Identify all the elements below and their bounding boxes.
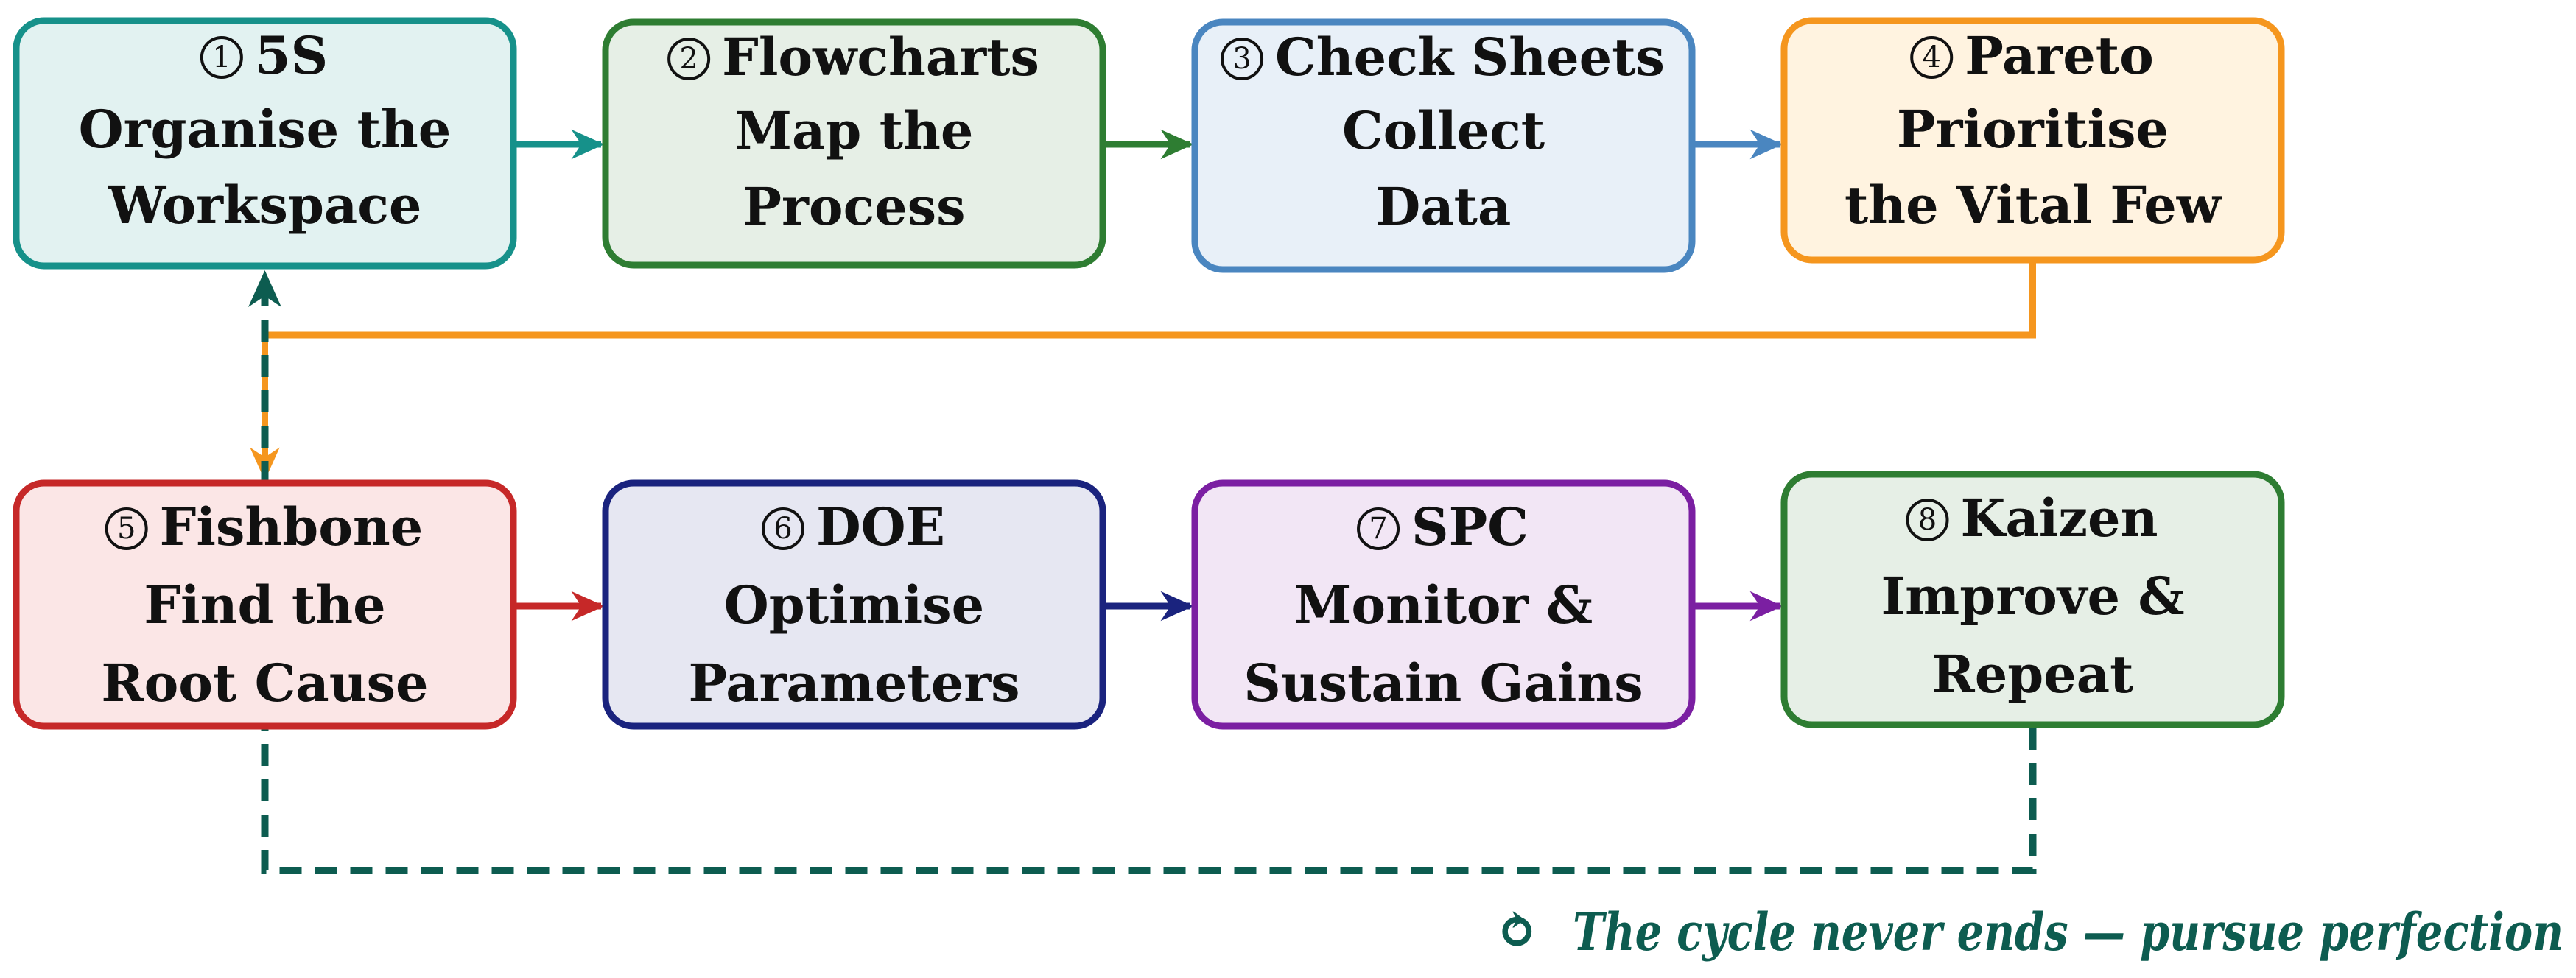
step-box-frame: [602, 479, 1106, 730]
step-description-line: Collect: [1342, 100, 1545, 161]
step-description-line: Prioritise: [1897, 99, 2169, 160]
step-number: 1: [212, 41, 231, 74]
step-description-line: Data: [1376, 176, 1512, 237]
step-number-circle: [200, 36, 243, 79]
step-title: DOE: [816, 496, 945, 557]
step-box-frame: [1780, 17, 2285, 264]
step-description-line: Parameters: [688, 652, 1019, 714]
step-number-circle: [1906, 499, 1949, 541]
step-title: Pareto: [1965, 25, 2154, 86]
arrow-4-to-5: [250, 261, 2036, 481]
step-number: 6: [773, 512, 792, 546]
step-number-circle: [105, 507, 148, 550]
step-description-line: Workspace: [108, 175, 422, 236]
step-title: Check Sheets: [1275, 27, 1665, 88]
step-description-line: the Vital Few: [1845, 175, 2222, 236]
step-number: 5: [117, 512, 136, 546]
cycle-icon: ⥁: [1495, 900, 1539, 961]
step-box-7: 7 SPC Monitor & Sustain Gains: [1191, 479, 1696, 730]
step-description-line: Process: [743, 176, 965, 237]
step-box-frame: [13, 17, 517, 270]
step-box-frame: [1191, 18, 1696, 273]
step-number: 3: [1232, 42, 1251, 76]
step-description-line: Sustain Gains: [1243, 652, 1643, 714]
step-number: 2: [679, 42, 698, 76]
step-title: 5S: [255, 25, 328, 86]
step-title: Fishbone: [160, 496, 424, 557]
step-description-line: Optimise: [724, 574, 984, 636]
step-number-circle: [1357, 507, 1400, 550]
step-description-line: Monitor &: [1294, 574, 1593, 636]
step-description-line: Root Cause: [101, 652, 428, 714]
step-description-line: Map the: [735, 100, 974, 161]
footer-caption: The cycle never ends — pursue perfection: [1573, 901, 2563, 963]
step-description-line: Improve &: [1881, 566, 2184, 627]
step-box-frame: [602, 18, 1106, 269]
step-description-line: Find the: [144, 574, 385, 636]
step-number: 7: [1369, 512, 1387, 546]
step-description-line: Organise the: [79, 99, 452, 160]
arrow-8-to-1-loop: [248, 270, 2037, 874]
step-number: 4: [1922, 41, 1940, 74]
step-box-frame: [1780, 471, 2285, 728]
step-number-circle: [761, 507, 804, 550]
step-description-line: Repeat: [1932, 644, 2134, 705]
step-number-circle: [1221, 38, 1264, 80]
step-number-circle: [667, 38, 711, 80]
step-number: 8: [1918, 503, 1937, 537]
step-title: Kaizen: [1961, 488, 2158, 549]
connectors: [248, 129, 2037, 874]
step-title: Flowcharts: [722, 27, 1039, 88]
step-box-frame: [1191, 479, 1696, 730]
footer: ⥁ The cycle never ends — pursue perfecti…: [1495, 900, 2563, 963]
step-number-circle: [1910, 36, 1954, 79]
step-title: SPC: [1411, 496, 1529, 557]
